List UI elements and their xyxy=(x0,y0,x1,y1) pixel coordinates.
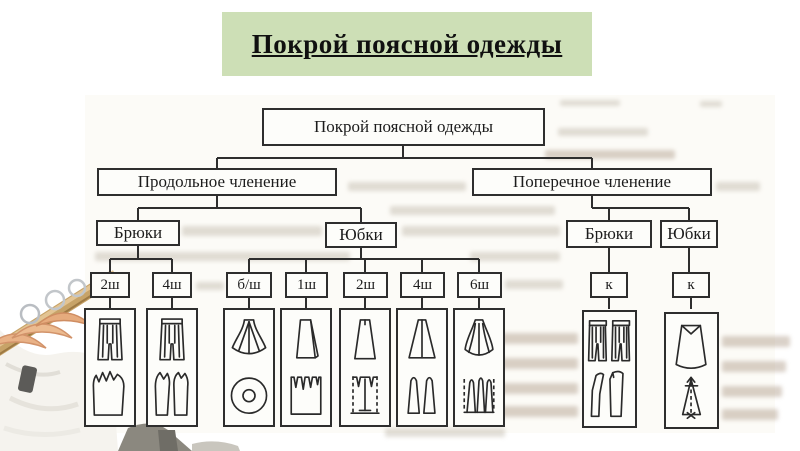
four-gore-skirt-icon xyxy=(407,319,436,415)
node-root: Покрой поясной одежды xyxy=(262,108,545,146)
node-trousers-longitudinal: Брюки xyxy=(96,220,180,246)
scan-smudge xyxy=(722,386,782,397)
illustration-box-k-skirts xyxy=(664,312,719,429)
node-label: Юбки xyxy=(667,224,711,243)
wooden-hanger xyxy=(11,323,73,339)
trousers-two-seam-icon xyxy=(92,318,125,416)
illustration-box-k-trousers xyxy=(582,310,637,428)
yoke-trousers-icon xyxy=(587,319,631,418)
yoke-skirt-icon xyxy=(675,324,707,420)
page-title: Покрой поясной одежды xyxy=(251,28,563,59)
six-gore-skirt-icon xyxy=(463,319,495,414)
code-4sh-trousers: 4ш xyxy=(152,272,192,298)
node-transverse-division: Поперечное членение xyxy=(472,168,712,196)
code-k-trousers: к xyxy=(590,272,628,298)
illustration-box-4sh-trousers xyxy=(146,308,198,427)
hanger-hook-icon xyxy=(44,289,66,311)
node-longitudinal-division: Продольное членение xyxy=(97,168,337,196)
scan-smudge xyxy=(348,182,466,191)
scan-smudge xyxy=(470,252,560,261)
scan-smudge xyxy=(500,358,578,369)
hanger-hook-icon xyxy=(67,278,87,298)
code-label: 1ш xyxy=(296,276,317,293)
code-label: 2ш xyxy=(355,276,376,293)
code-label: 4ш xyxy=(412,276,433,293)
illustration-box-6sh-skirt xyxy=(453,308,505,427)
node-label: Брюки xyxy=(584,224,634,243)
code-label: к xyxy=(687,276,695,293)
node-trousers-transverse: Брюки xyxy=(566,220,652,248)
trousers-four-seam-icon xyxy=(154,318,189,416)
illustration-box-2sh-skirt xyxy=(339,308,391,427)
scan-smudge xyxy=(722,409,778,420)
scan-smudge xyxy=(196,282,224,290)
scan-smudge xyxy=(385,428,505,437)
clip xyxy=(18,365,37,393)
photo-shadow xyxy=(158,430,178,451)
illustration-box-4sh-skirt xyxy=(396,308,448,427)
scan-smudge xyxy=(390,206,555,215)
scan-smudge xyxy=(560,100,620,106)
code-2sh-skirt: 2ш xyxy=(343,272,388,298)
scan-smudge xyxy=(95,252,350,261)
scan-smudge xyxy=(500,406,578,417)
code-label: 6ш xyxy=(469,276,490,293)
node-skirts-longitudinal: Юбки xyxy=(325,222,397,248)
illustration-box-1sh-skirt xyxy=(280,308,332,427)
photo-shadow xyxy=(192,441,240,451)
scan-smudge xyxy=(722,336,790,347)
scan-smudge xyxy=(558,128,648,136)
illustration-box-bsh-skirt xyxy=(223,308,275,427)
illustration-box-2sh-trousers xyxy=(84,308,136,427)
scan-smudge xyxy=(700,101,722,107)
node-label: Поперечное членение xyxy=(512,172,672,191)
wooden-hanger xyxy=(0,333,47,349)
code-label: 2ш xyxy=(100,276,120,293)
node-label: Продольное членение xyxy=(137,172,297,191)
code-2sh-trousers: 2ш xyxy=(90,272,130,298)
title-banner: Покрой поясной одежды xyxy=(222,12,592,76)
code-4sh-skirt: 4ш xyxy=(400,272,445,298)
code-label: 4ш xyxy=(162,276,182,293)
scan-smudge xyxy=(716,182,760,191)
two-seam-skirt-icon xyxy=(350,319,380,415)
node-label: Брюки xyxy=(113,223,163,242)
scan-smudge xyxy=(182,226,322,236)
scan-smudge xyxy=(402,226,560,236)
code-label: к xyxy=(605,276,613,293)
node-root-label: Покрой поясной одежды xyxy=(314,117,493,136)
scan-smudge xyxy=(545,150,675,159)
code-bsh-skirt: б/ш xyxy=(226,272,272,298)
scan-smudge xyxy=(500,383,578,394)
one-seam-skirt-icon xyxy=(290,319,322,415)
circle-skirt-icon xyxy=(230,319,268,415)
scan-smudge xyxy=(500,333,578,344)
node-skirts-transverse: Юбки xyxy=(660,220,718,248)
hanger-hook-icon xyxy=(19,303,41,325)
code-label: б/ш xyxy=(237,276,261,293)
code-6sh-skirt: 6ш xyxy=(457,272,502,298)
node-label: Юбки xyxy=(339,225,383,244)
scan-smudge xyxy=(722,361,786,372)
code-1sh-skirt: 1ш xyxy=(285,272,328,298)
code-k-skirts: к xyxy=(672,272,710,298)
scan-smudge xyxy=(505,280,563,289)
